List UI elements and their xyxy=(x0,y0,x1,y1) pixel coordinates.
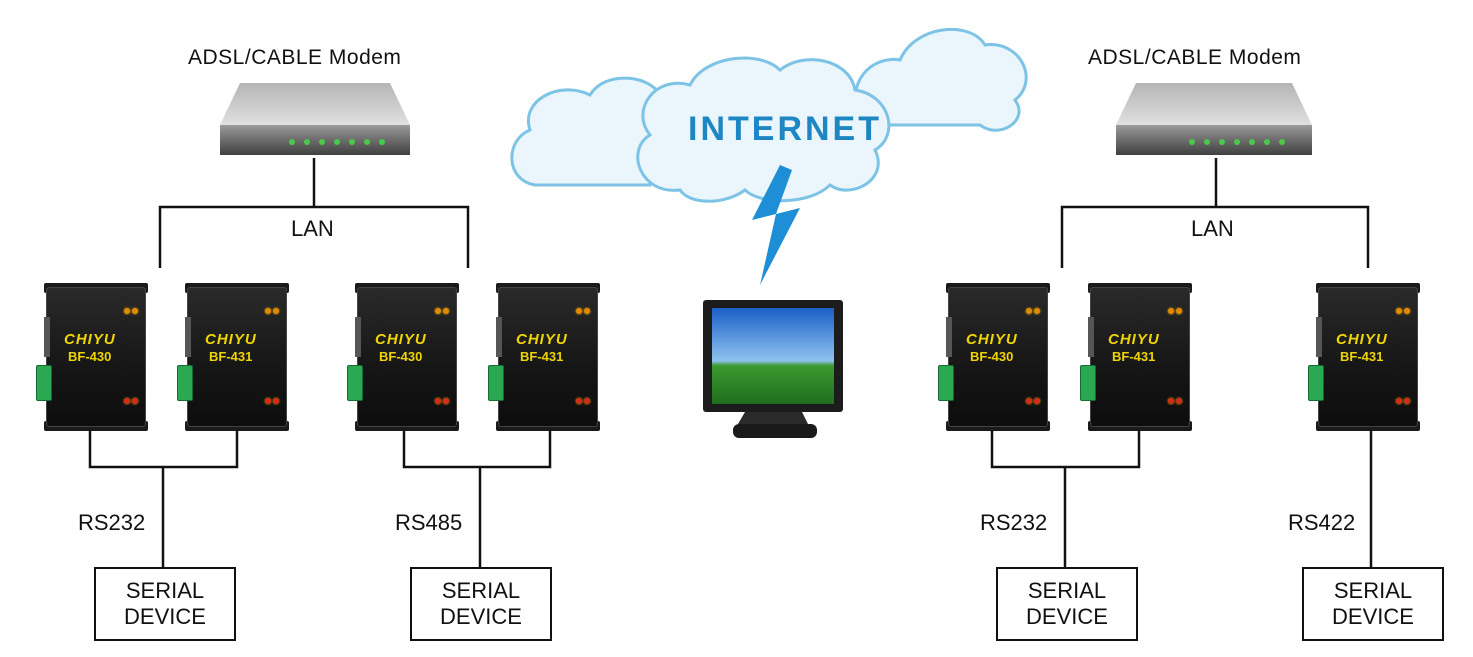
terminal-block-icon xyxy=(177,365,193,401)
device-model: BF-431 xyxy=(1340,349,1384,364)
computer-monitor-icon xyxy=(703,300,843,438)
terminal-block-icon xyxy=(1080,365,1096,401)
device-brand: CHIYU xyxy=(516,331,568,348)
device-brand: CHIYU xyxy=(64,331,116,348)
modem-title-right: ADSL/CABLE Modem xyxy=(1088,46,1302,69)
modem-right xyxy=(1116,83,1312,155)
serial-device-line1: SERIAL xyxy=(1027,578,1107,603)
interface-label: RS232 xyxy=(980,510,1048,535)
lan-label-right: LAN xyxy=(1191,216,1234,241)
lightning-bolt-icon xyxy=(752,165,800,285)
terminal-block-icon xyxy=(36,365,52,401)
serial-converter-device: CHIYU BF-431 xyxy=(488,283,600,431)
terminal-block-icon xyxy=(1308,365,1324,401)
serial-device-box: SERIAL DEVICE xyxy=(94,567,236,641)
device-brand: CHIYU xyxy=(205,331,257,348)
serial-device-line1: SERIAL xyxy=(1333,578,1413,603)
connection-lines xyxy=(88,158,1373,568)
device-model: BF-430 xyxy=(970,349,1014,364)
serial-converter-device: CHIYU BF-430 xyxy=(938,283,1050,431)
serial-converter-device: CHIYU BF-431 xyxy=(1308,283,1420,431)
device-brand: CHIYU xyxy=(1108,331,1160,348)
device-brand: CHIYU xyxy=(966,331,1018,348)
device-model: BF-430 xyxy=(379,349,423,364)
serial-device-line2: DEVICE xyxy=(124,604,206,629)
interface-label: RS422 xyxy=(1288,510,1356,535)
device-model: BF-431 xyxy=(209,349,253,364)
lan-label-left: LAN xyxy=(291,216,334,241)
serial-device-line2: DEVICE xyxy=(1026,604,1108,629)
device-model: BF-431 xyxy=(520,349,564,364)
serial-device-box: SERIAL DEVICE xyxy=(410,567,552,641)
serial-converter-device: CHIYU BF-430 xyxy=(347,283,459,431)
internet-cloud xyxy=(510,27,1028,203)
internet-label: INTERNET xyxy=(688,110,882,148)
modem-left xyxy=(220,83,410,155)
terminal-block-icon xyxy=(488,365,504,401)
serial-device-line1: SERIAL xyxy=(441,578,521,603)
serial-device-box: SERIAL DEVICE xyxy=(1302,567,1444,641)
serial-device-line2: DEVICE xyxy=(1332,604,1414,629)
serial-device-box: SERIAL DEVICE xyxy=(996,567,1138,641)
interface-label: RS485 xyxy=(395,510,463,535)
device-model: BF-431 xyxy=(1112,349,1156,364)
device-brand: CHIYU xyxy=(1336,331,1388,348)
device-model: BF-430 xyxy=(68,349,112,364)
terminal-block-icon xyxy=(938,365,954,401)
serial-converter-device: CHIYU BF-431 xyxy=(1080,283,1192,431)
device-brand: CHIYU xyxy=(375,331,427,348)
terminal-block-icon xyxy=(347,365,363,401)
serial-device-line2: DEVICE xyxy=(440,604,522,629)
serial-device-line1: SERIAL xyxy=(125,578,205,603)
serial-converter-device: CHIYU BF-431 xyxy=(177,283,289,431)
serial-converter-device: CHIYU BF-430 xyxy=(36,283,148,431)
interface-label: RS232 xyxy=(78,510,146,535)
modem-title-left: ADSL/CABLE Modem xyxy=(188,46,402,69)
